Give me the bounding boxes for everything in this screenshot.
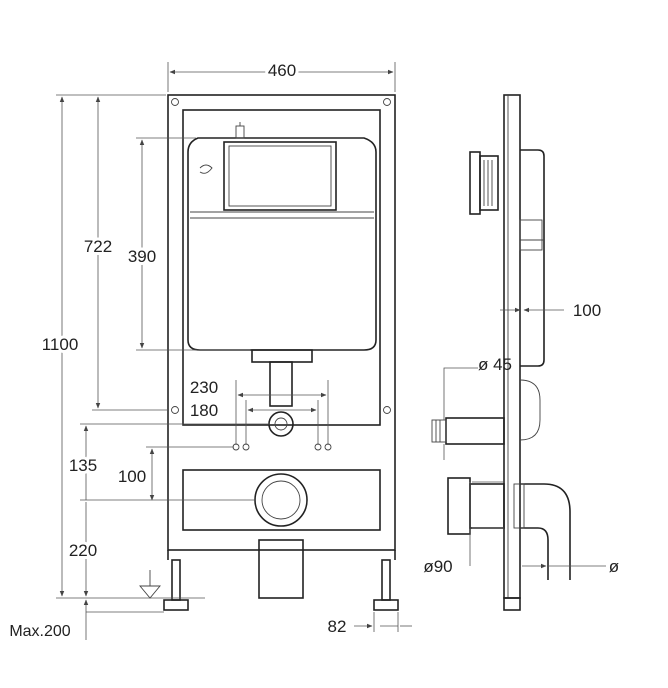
- flush-plate-side: [469, 151, 481, 215]
- leg-left: [171, 559, 181, 601]
- dim-dia45-label: ø 45: [478, 355, 512, 374]
- dim-max200-label: Max.200: [9, 623, 70, 640]
- foot-left: [163, 599, 189, 611]
- dim-dia-plain-label: ø: [609, 557, 619, 576]
- dim-390-label: 390: [128, 247, 156, 266]
- dim-722-label: 722: [84, 237, 112, 256]
- screw-hole-mid-left: [171, 406, 179, 414]
- dim-135-label: 135: [69, 456, 97, 475]
- side-dimensions: 100 ø 45 ø90 ø: [423, 301, 619, 576]
- floor-level-icon: [139, 585, 161, 599]
- front-dimensions: 460 1100 722 390 230 180 135 100: [9, 58, 412, 640]
- flush-outlet: [268, 411, 294, 437]
- leg-right: [381, 559, 391, 601]
- flush-bend: [519, 379, 541, 441]
- screw-hole-mid-right: [383, 406, 391, 414]
- side-frame-profile: [503, 94, 521, 599]
- flush-pipe-side: [445, 417, 505, 445]
- foot-right: [373, 599, 399, 611]
- side-cistern: [520, 149, 545, 367]
- side-view: [431, 94, 571, 611]
- dim-460-label: 460: [268, 61, 296, 80]
- waste-bend-outer: [520, 483, 571, 580]
- dim-82-label: 82: [328, 617, 347, 636]
- waste-pipe: [258, 539, 304, 599]
- flush-button-housing: [479, 155, 499, 211]
- front-view: [139, 94, 399, 611]
- flush-pipe-top: [251, 349, 313, 363]
- dim-1100-label: 1100: [42, 335, 79, 354]
- waste-connector: [447, 477, 471, 535]
- dim-100-front-label: 100: [118, 467, 146, 486]
- waste-bend-inner: [520, 527, 549, 580]
- dim-dia90-label: ø90: [423, 557, 452, 576]
- dim-230-label: 230: [190, 378, 218, 397]
- inlet-valve: [235, 125, 245, 139]
- waste-outlet-inner: [261, 480, 301, 520]
- screw-hole-top-left: [171, 98, 179, 106]
- frame-inner-opening: [182, 109, 381, 426]
- flush-pipe: [269, 361, 293, 407]
- frame-outer: [167, 94, 396, 551]
- flush-opening: [223, 141, 337, 211]
- side-foot: [503, 597, 521, 611]
- screw-hole-top-right: [383, 98, 391, 106]
- dim-180-label: 180: [190, 401, 218, 420]
- dim-100-side-label: 100: [573, 301, 601, 320]
- dim-220-label: 220: [69, 541, 97, 560]
- waste-outlet-outer: [254, 473, 308, 527]
